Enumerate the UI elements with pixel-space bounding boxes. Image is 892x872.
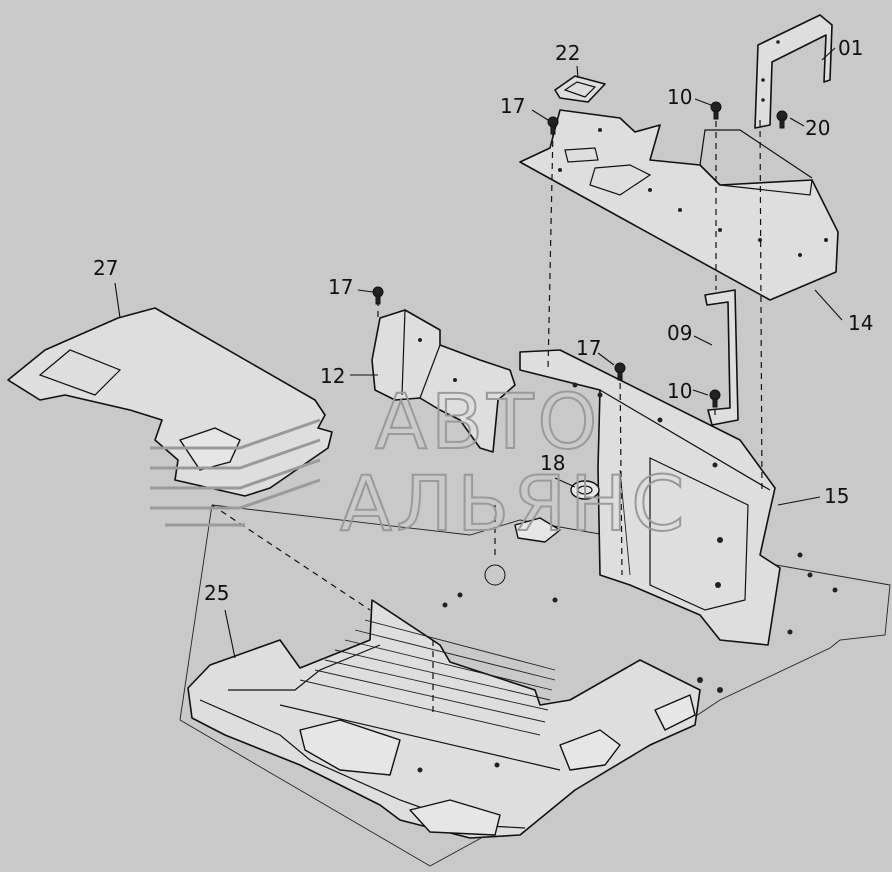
callout-10-top: 10 — [667, 85, 692, 109]
callout-leader-lines — [114, 47, 843, 659]
bolt-17-left[interactable] — [372, 286, 384, 305]
callout-01: 01 — [838, 36, 863, 60]
bolt-17-middle[interactable] — [614, 362, 626, 381]
callout-14: 14 — [848, 311, 873, 335]
callout-17-middle: 17 — [576, 336, 601, 360]
rear-cover-15[interactable] — [519, 349, 781, 646]
callout-20: 20 — [805, 116, 830, 140]
callout-17-left: 17 — [328, 275, 353, 299]
floor-mat-tray-25[interactable] — [187, 599, 701, 839]
callout-25: 25 — [204, 581, 229, 605]
autoalliance-logo-icon — [150, 418, 321, 527]
grommet-18[interactable] — [514, 480, 600, 543]
top-cover-plate-14[interactable] — [519, 109, 839, 301]
bolt-17-top[interactable] — [547, 116, 559, 135]
watermark-line-2: АЛЬЯНС — [340, 459, 688, 548]
bracket-01[interactable] — [754, 14, 833, 129]
callout-27: 27 — [93, 256, 118, 280]
seal-frame-22[interactable] — [554, 75, 606, 103]
callout-17-top: 17 — [500, 94, 525, 118]
bolt-20[interactable] — [776, 110, 788, 129]
assembly-alignment-lines — [211, 110, 763, 715]
callout-15: 15 — [824, 484, 849, 508]
bolt-10-lower[interactable] — [709, 389, 721, 408]
callout-22: 22 — [555, 41, 580, 65]
strap-bracket-09[interactable] — [704, 289, 739, 426]
watermark-line-1: АВТО — [375, 377, 601, 466]
callout-09: 09 — [667, 321, 692, 345]
cover-panel-12[interactable] — [371, 309, 516, 453]
callout-10-lower: 10 — [667, 379, 692, 403]
callout-18: 18 — [540, 451, 565, 475]
bolt-10-top[interactable] — [710, 101, 722, 120]
callout-12: 12 — [320, 364, 345, 388]
